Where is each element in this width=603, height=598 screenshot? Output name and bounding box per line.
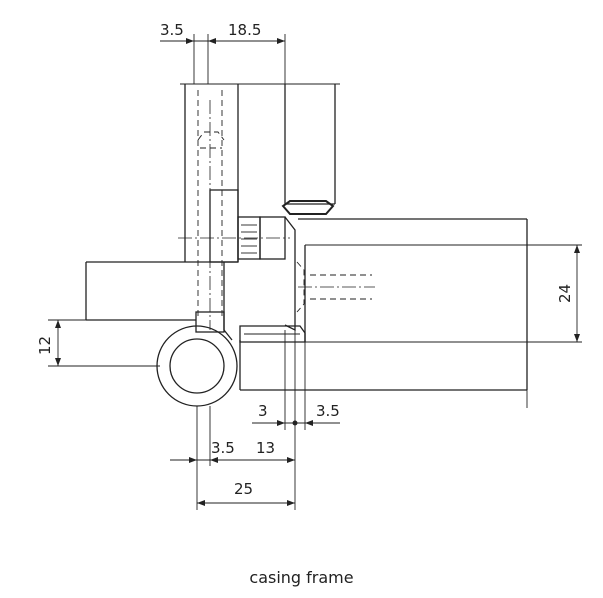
dim-mid-left: 3 [258,402,268,420]
casing-frame [239,218,582,408]
caption: casing frame [249,568,354,587]
dim-right-vertical: 24 [556,284,574,303]
middle-dimension-lines [252,330,340,510]
door-leaf [180,83,340,262]
dim-top-left: 3.5 [160,21,184,39]
dim-top-right: 18.5 [228,21,261,39]
dim-left-vertical: 12 [36,336,54,355]
leaf-hidden-lines [178,90,290,330]
stop-block [85,261,238,333]
right-dimension-lines [574,245,580,342]
dim-lower-right: 13 [256,439,275,457]
dim-bottom: 25 [234,480,253,498]
hinge-leaf-part [209,189,296,332]
left-dimension-lines [48,319,160,367]
lower-dimension-lines [170,406,295,510]
hinge-technical-drawing: 3.5 18.5 [36,21,582,510]
dim-lower-left: 3.5 [211,439,235,457]
bottom-dimension-lines [197,500,295,506]
hinge-frame-part [239,325,306,343]
dim-mid-right: 3.5 [316,402,340,420]
hinge-knuckle [156,325,238,407]
top-dimension-lines [160,34,286,84]
frame-fixing [296,261,375,313]
